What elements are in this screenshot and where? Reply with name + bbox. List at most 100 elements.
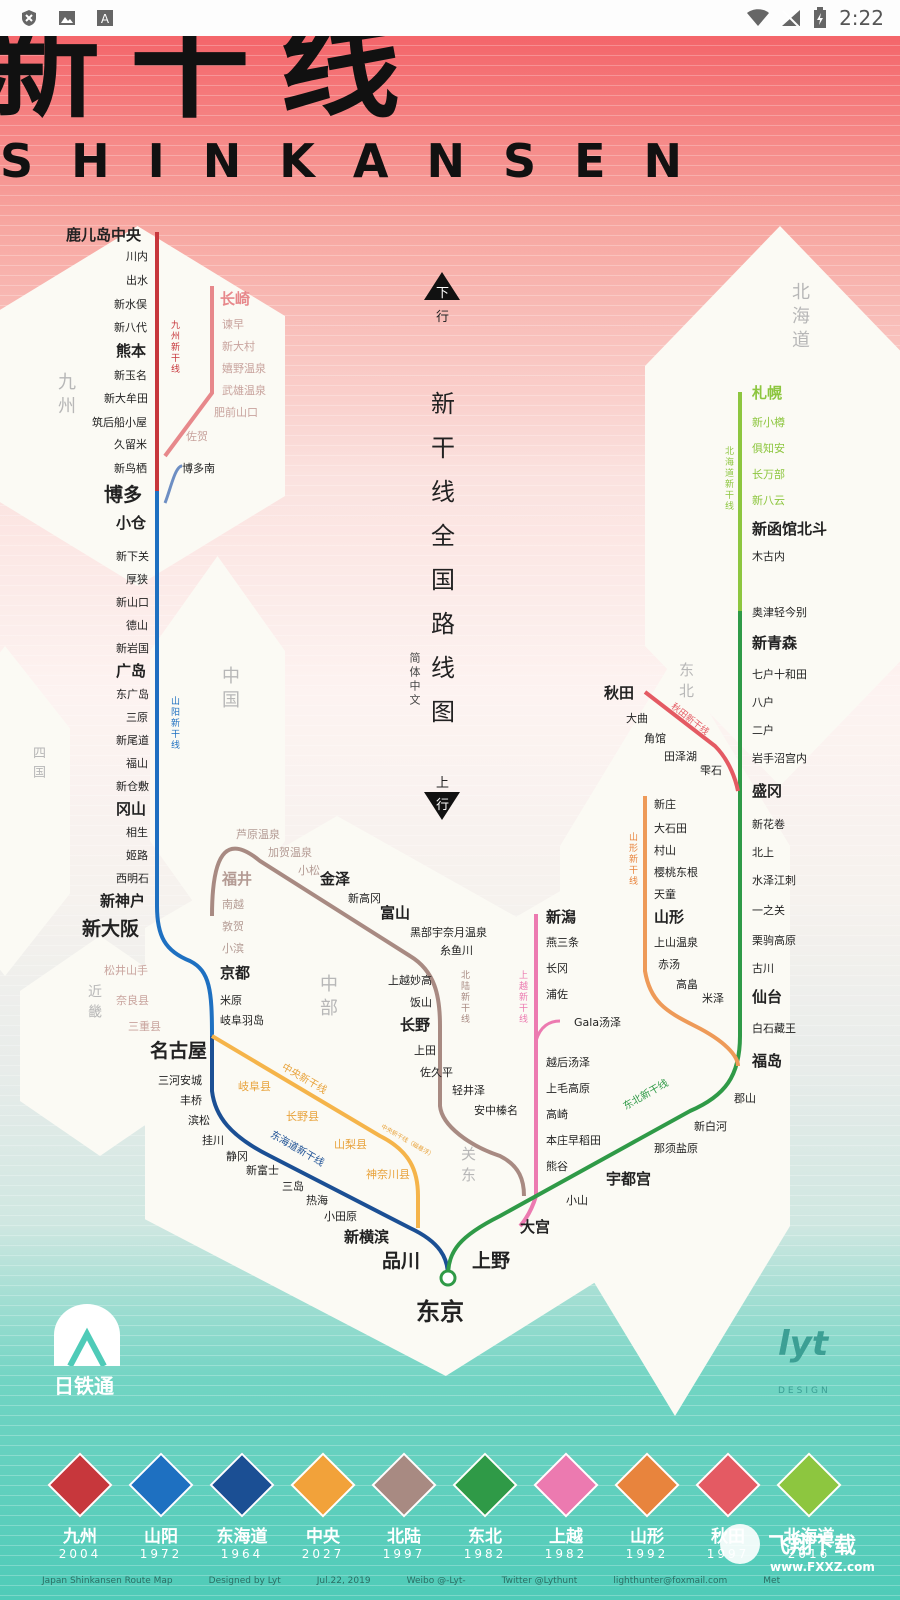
station: 栗驹高原 (752, 934, 796, 947)
legend-line-name: 北陆 (387, 1527, 421, 1547)
legend-year: 1964 (220, 1547, 264, 1561)
station: 新大村 (222, 340, 255, 353)
station-nagoya: 名古屋 (150, 1040, 208, 1062)
svg-text:A: A (101, 12, 110, 26)
watermark-sub: www.FXXZ.com (770, 1560, 875, 1574)
station: 水泽江刺 (752, 874, 796, 887)
station-kyoto: 京都 (220, 964, 251, 982)
region-shikoku: 四国 (30, 746, 45, 784)
footer-item: Designed by Lyt (208, 1576, 281, 1586)
legend-line-name: 北海道 (783, 1527, 835, 1547)
lyt-brand: lyt (778, 1324, 829, 1364)
station: 挂川 (202, 1134, 224, 1147)
legend-line-name: 上越 (549, 1527, 583, 1547)
text-font-icon: A (97, 10, 113, 26)
station: 三原 (126, 711, 148, 724)
nittetsu-logo: 日铁通 (54, 1304, 120, 1398)
station: 三河安城 (158, 1074, 202, 1087)
station: 雫石 (700, 764, 722, 777)
station: 北上 (752, 846, 774, 859)
station: 敦贺 (222, 920, 244, 933)
station: 大石田 (654, 822, 687, 835)
legend-line-name: 山形 (630, 1527, 664, 1547)
legend-line-name: 东海道 (216, 1527, 268, 1547)
label-kyushu-line: 九州新干线 (169, 320, 179, 375)
logo-text: 日铁通 (54, 1374, 114, 1398)
station: 小山 (566, 1194, 588, 1207)
station: 七户十和田 (752, 668, 807, 681)
tokaido-line (210, 1036, 450, 1277)
station: 佐贺 (186, 430, 208, 443)
footer-item: Twitter @Lythunt (501, 1576, 578, 1586)
vertical-title-char: 图 (431, 698, 455, 726)
station-yamagata: 山形 (654, 908, 685, 926)
station: 新大牟田 (104, 392, 148, 405)
footer-item: Jul.22, 2019 (316, 1576, 371, 1586)
station: 那须盐原 (654, 1142, 698, 1155)
station: 米泽 (702, 992, 724, 1005)
station: 新白河 (694, 1120, 727, 1133)
footer-credits: Japan Shinkansen Route Map Designed by L… (42, 1576, 900, 1586)
station: 长万部 (752, 468, 785, 481)
status-bar: A 2:22 (0, 0, 900, 36)
station: 白石藏王 (752, 1022, 796, 1035)
station: 神奈川县 (366, 1168, 410, 1181)
station: 芦原温泉 (236, 828, 280, 841)
train-icon (614, 1452, 680, 1518)
vertical-title-char: 线 (431, 478, 455, 506)
station: 新小樽 (752, 416, 785, 429)
station: 川内 (126, 250, 148, 263)
station: 佐久平 (420, 1066, 453, 1079)
train-icon (695, 1452, 761, 1518)
watermark-text: 飞翔下载 (768, 1534, 857, 1559)
station: 小田原 (324, 1210, 357, 1223)
legend-year: 1982 (544, 1547, 588, 1561)
label-hokkaido-line: 北海道新干线 (723, 446, 733, 512)
station-nagano: 长野 (400, 1016, 431, 1034)
station: 热海 (306, 1194, 328, 1207)
vertical-title-char: 路 (431, 610, 455, 638)
watermark-icon (720, 1524, 760, 1564)
station: 新庄 (654, 798, 676, 811)
train-icon (209, 1452, 275, 1518)
train-icon (371, 1452, 437, 1518)
signal-off-icon (782, 10, 801, 27)
yamagata-line (643, 796, 740, 1067)
vertical-title-char: 新 (431, 390, 455, 418)
gala-branch (534, 1019, 561, 1042)
station: 新山口 (116, 596, 149, 609)
station: 山梨县 (334, 1138, 367, 1151)
station-utsunomiya: 宇都宫 (606, 1170, 652, 1188)
station-ueno: 上野 (472, 1250, 511, 1272)
direction-down-sub: 行 (436, 310, 450, 325)
station-kumamoto: 熊本 (116, 342, 147, 360)
station: 上山温泉 (654, 936, 698, 949)
station: 高畠 (676, 978, 698, 991)
station: 丰桥 (180, 1094, 202, 1107)
vertical-title-char: 国 (431, 566, 455, 594)
station: 新高冈 (348, 892, 381, 905)
station: 厚狭 (126, 573, 148, 586)
station-hiroshima: 广岛 (116, 662, 147, 680)
station: 武雄温泉 (222, 384, 266, 397)
station-kanazawa: 金泽 (320, 870, 351, 888)
station: 越后汤泽 (546, 1056, 590, 1069)
station: 岐阜县 (238, 1080, 271, 1093)
station: 相生 (126, 826, 148, 839)
station: 岐阜羽岛 (220, 1014, 264, 1027)
station: 上田 (414, 1044, 436, 1057)
vertical-title-char: 干 (431, 434, 455, 462)
station: 熊谷 (546, 1160, 568, 1173)
station: 谏早 (222, 318, 244, 331)
hakata-minami-branch (163, 464, 183, 504)
station-shinosaka: 新大阪 (82, 918, 140, 940)
label-yamagata-line: 山形新干线 (627, 832, 637, 887)
vertical-title-char: 线 (431, 654, 455, 682)
station-kagoshima: 鹿儿岛中央 (66, 226, 142, 244)
station: 长冈 (546, 962, 568, 975)
station: 一之关 (752, 904, 785, 917)
shinkansen-poster: 新干线 SHINKANSEN 九州 北海道 中国 四国 近畿 中部 关东 东北 … (0, 36, 900, 1600)
